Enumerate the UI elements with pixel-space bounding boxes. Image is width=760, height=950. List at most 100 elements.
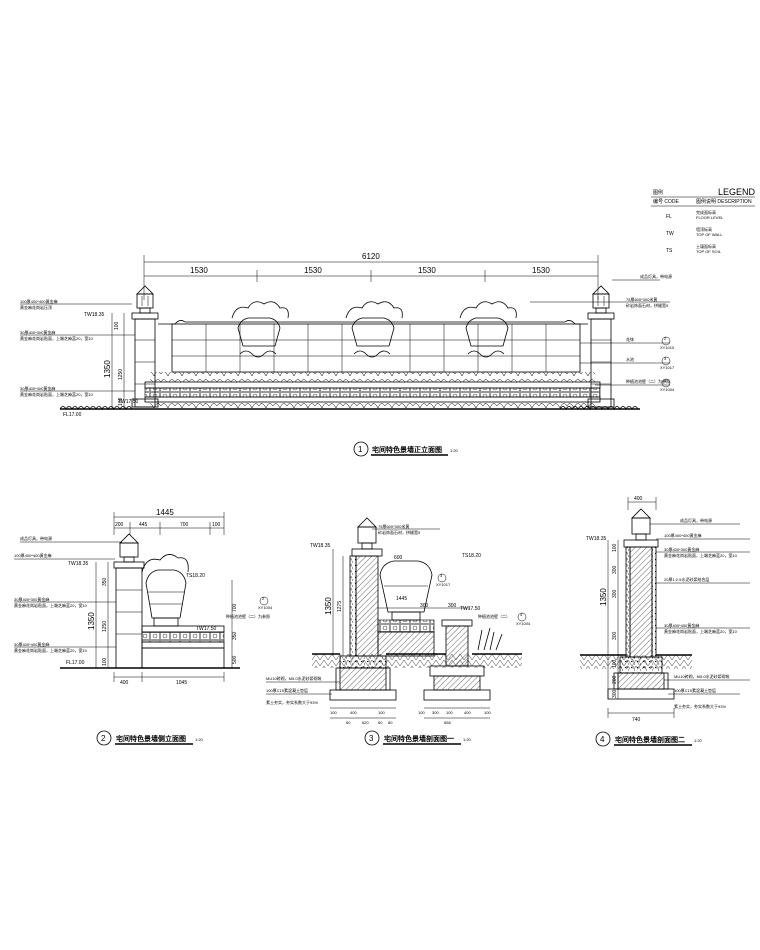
view3-ref-sheet: XY1004 (516, 621, 531, 626)
view3-dim-left: 1350 (324, 597, 333, 615)
view1-ref-bubble (661, 378, 671, 388)
view1-ref-bubble (661, 356, 671, 366)
view1-dim-left: 100 (114, 321, 120, 330)
legend-title-cn: 图例 (653, 189, 663, 196)
view3-dim-bottom: 100 (418, 710, 425, 715)
view3-dim-bottom: 300 (432, 710, 439, 715)
view2-level: TS18.20 (186, 573, 205, 579)
view1-note-right: 成品灯具，带电源 (640, 273, 672, 279)
view4-note: 黄金麻花岗岩贴面，上端芝麻蓝20，宽10 (664, 628, 738, 634)
view2-dim-left: 1350 (87, 612, 96, 630)
view2-dim-segment: 700 (180, 522, 189, 528)
view1-dim-segment: 1530 (418, 266, 436, 275)
view3-dim-bottom: 658 (444, 720, 451, 725)
view1-note-left: 100厚400*400黄金麻 (20, 298, 58, 304)
view1-note-right: 75厚600*300米黄 (626, 296, 657, 302)
view3-dim-left: 1275 (337, 601, 343, 612)
view3-dim-top: 600 (394, 555, 403, 561)
view2-title-text: 宅间特色景墙侧立面图 (116, 734, 186, 743)
view1-ref: 3 (664, 356, 667, 361)
view1-note-right: 花钵 (626, 336, 634, 342)
view1-dim-segment: 1530 (304, 266, 322, 275)
view1-dim-left: 1250 (118, 369, 124, 380)
view4-title-text: 宅间特色景墙剖面图二 (615, 735, 685, 744)
view4-dim-left: 200 (612, 675, 618, 684)
view3-level: TW17.50 (460, 606, 481, 612)
view1-ref-bubble (661, 336, 671, 346)
view2-dim-total: 1445 (156, 508, 174, 517)
view3-dim-mid: 300 (448, 603, 457, 609)
view4-scale: 1:20 (694, 738, 703, 743)
view1-right-annotations: 成品灯具，带电源 75厚600*300米黄 砂岩饰面石材，拼缝宽5 花钵 水池 … (530, 273, 675, 392)
view4-level: TW18.35 (586, 536, 607, 542)
view1-scale: 1:20 (450, 448, 459, 453)
view1-ref: 4 (664, 378, 667, 383)
view2-level: FL17.00 (66, 660, 85, 666)
legend-row-code: TS (666, 248, 673, 254)
view2-dim-right: 500 (232, 655, 238, 664)
legend-row-cn: 土壤面标高 (696, 243, 716, 249)
view3-dim-bottom: 400 (464, 710, 471, 715)
view3-note: 种植池池壁（二） (478, 613, 510, 619)
legend-row-en: FLOOR LEVEL (696, 215, 724, 220)
view2-dim-chain: 1445 200 445 700 100 (113, 508, 225, 535)
legend-row-cn: 完成面标高 (696, 209, 716, 215)
view2-note: 30厚400*300黄金麻 (14, 596, 49, 602)
view3-ref: 3 (440, 573, 443, 578)
view3-dim-bottom: 100 (330, 710, 337, 715)
view2-note: 30厚400*400黄金麻 (14, 641, 49, 647)
view4-dim-bottom: 740 (632, 717, 641, 723)
view2-ref: 2 (262, 596, 265, 601)
view2-note: 黄金麻花岗岩贴面，上端芝麻蓝20，宽10 (14, 647, 88, 653)
view3-dim-bottom: 60 (346, 720, 351, 725)
view2-dim-left: 1250 (102, 621, 108, 632)
legend-row-en: TOP OF SOIL (696, 249, 722, 254)
view3-note: 砂岩饰面石材，拼缝宽5 (378, 529, 421, 535)
view4-number: 4 (600, 735, 605, 744)
view2-level: TW17.50 (196, 626, 217, 632)
view2-level: TW18.35 (68, 561, 89, 567)
view1-note-left: 30厚400*400黄金麻 (20, 385, 55, 391)
view3-section-1: 1350 1275 600 1445 300 300 100 400 100 6… (266, 517, 531, 746)
legend-header-code: 编号 CODE (653, 198, 680, 205)
view2-dim-segment: 100 (212, 522, 221, 528)
view1-dim-total: 6120 (362, 252, 380, 261)
legend-row-en: TOP OF WALL (696, 232, 723, 237)
view3-dim-mid: 300 (420, 603, 429, 609)
view2-dim-segment: 445 (139, 522, 148, 528)
view1-ref-sheet: XY1017 (660, 365, 675, 370)
view2-dim-bottom: 1045 (176, 680, 187, 686)
view1-note-right: 水池 (626, 356, 634, 362)
view1-front-elevation: 6120 1530 1530 1530 1530 (20, 252, 675, 457)
view1-dim-chain: 6120 1530 1530 1530 1530 (143, 252, 599, 300)
view1-dim-left: 100 (118, 397, 124, 406)
view1-note-right: 种植池池壁（二）为参照 (626, 378, 670, 384)
view3-dim-bottom: 80 (388, 720, 393, 725)
view4-dim-left: 300 (612, 689, 618, 698)
view3-title-text: 宅间特色景墙剖面图一 (384, 734, 454, 743)
view2-note: 黄金麻花岗岩贴面，上端芝麻蓝20，宽10 (14, 602, 88, 608)
view3-dim-bottom: 100 (446, 710, 453, 715)
view2-dim-right: 350 (232, 631, 238, 640)
view1-left-annotations: 100 1350 1250 100 TW18.35 TW17.50 FL17.0… (20, 298, 139, 418)
view4-dim-left: 300 (612, 589, 618, 598)
legend: 图例 LEGEND 编号 CODE 图例说明 DESCRIPTION FL 完成… (651, 187, 756, 254)
view3-dim-bottom: 60 (378, 720, 383, 725)
view4-dim-left: 1350 (599, 588, 608, 606)
view3-dim-bottom: 620 (362, 720, 369, 725)
view1-ref-sheet: XY1010 (660, 345, 675, 350)
view4-dim-top: 400 (634, 496, 643, 502)
view2-dim-segment: 200 (115, 522, 124, 528)
view1-title-text: 宅间特色景墙正立面图 (372, 445, 442, 454)
view3-ref: 4 (520, 612, 523, 617)
view2-note: 种植池池壁（二）为参照 (226, 613, 270, 619)
legend-title-en: LEGEND (718, 187, 756, 197)
view4-section-2: 400 100 300 300 1350 300 100 200 300 740… (580, 496, 750, 747)
view1-title: 1 宅间特色景墙正立面图 1:20 (353, 441, 459, 457)
view2-note: 100厚400*400黄金麻 (14, 552, 52, 558)
view3-dim-vase: 1445 (396, 596, 407, 602)
view4-dim-left: 100 (612, 543, 618, 552)
view1-dim-segment: 1530 (190, 266, 208, 275)
view1-planter-band (59, 372, 640, 410)
